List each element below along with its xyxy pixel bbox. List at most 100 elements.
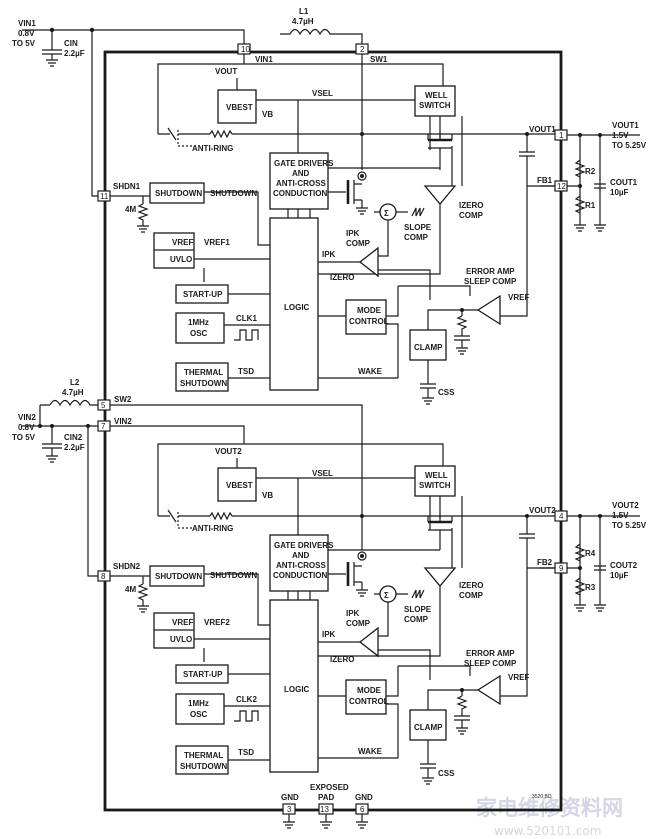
inductor-l2 — [49, 399, 98, 407]
mode-2-a: MODE — [357, 686, 382, 695]
exposed-pad-a: EXPOSED — [310, 783, 349, 792]
l2-label: L2 — [70, 378, 80, 387]
fb1-pin-label: FB1 — [537, 176, 553, 185]
vin1-label: VIN1 — [18, 19, 36, 28]
tsd-1: TSD — [238, 367, 254, 376]
vout2-pin-label: VOUT2 — [529, 506, 556, 515]
izero-comp-2-b: COMP — [459, 591, 484, 600]
l1-value: 4.7µH — [292, 17, 314, 26]
vbest-2: VBEST — [226, 481, 253, 490]
fb2-pin-label: FB2 — [537, 558, 553, 567]
gnd-left-label: GND — [281, 793, 299, 802]
resistor-r2 — [574, 159, 586, 178]
ipk-comp-2-b: COMP — [346, 619, 371, 628]
vref-amp-2: VREF — [508, 673, 529, 682]
vin2-range2: TO 5V — [12, 433, 36, 442]
shutdown-box-1: SHUTDOWN — [155, 189, 202, 198]
sigma-2: Σ — [384, 591, 389, 600]
slope-1-b: COMP — [404, 233, 429, 242]
figure-code: 3520 BD — [532, 794, 552, 800]
sigma-1: Σ — [384, 209, 389, 218]
pin-11: 11 — [100, 192, 109, 201]
well-2-b: SWITCH — [419, 481, 451, 490]
exposed-pad-b: PAD — [318, 793, 335, 802]
vout-ref-2: VOUT2 — [215, 447, 242, 456]
vin1-source: VIN1 0.8V TO 5V — [12, 19, 36, 48]
logic-1: LOGIC — [284, 303, 310, 312]
shutdown-out-2: SHUTDOWN — [210, 571, 257, 580]
well-1-b: SWITCH — [419, 101, 451, 110]
clamp-1: CLAMP — [414, 343, 443, 352]
r3-label: R3 — [585, 583, 596, 592]
vin2-range: 0.8V — [18, 423, 35, 432]
mode-1-a: MODE — [357, 306, 382, 315]
slope-2-b: COMP — [404, 615, 429, 624]
izero-comp-2-a: IZERO — [459, 581, 483, 590]
startup-1: START-UP — [183, 290, 223, 299]
cin2-label: CIN2 — [64, 433, 83, 442]
pin-4: 4 — [559, 512, 564, 521]
clk1: CLK1 — [236, 314, 257, 323]
vsel-1: VSEL — [312, 89, 333, 98]
osc-1-b: OSC — [190, 329, 208, 338]
shdn2-pin-label: SHDN2 — [113, 562, 141, 571]
osc-2-a: 1MHz — [188, 699, 209, 708]
thermal-1-a: THERMAL — [184, 368, 223, 377]
thermal-1-b: SHUTDOWN — [180, 379, 227, 388]
vb-1: VB — [262, 110, 273, 119]
well-2-a: WELL — [425, 471, 448, 480]
vref2-out: VREF2 — [204, 618, 230, 627]
startup-2: START-UP — [183, 670, 223, 679]
wake-2: WAKE — [358, 747, 383, 756]
gd-2-c: ANTI-CROSS — [276, 561, 326, 570]
vout1-range: 1.5V — [612, 131, 629, 140]
slope-1-a: SLOPE — [404, 223, 432, 232]
clamp-2: CLAMP — [414, 723, 443, 732]
vout2-ext-label: VOUT2 — [612, 501, 639, 510]
vin1-range2: TO 5V — [12, 39, 36, 48]
pin-6: 6 — [360, 805, 365, 814]
thermal-2-b: SHUTDOWN — [180, 762, 227, 771]
cout1-label: COUT1 — [610, 178, 638, 187]
vin1-pin-label: VIN1 — [255, 55, 273, 64]
vbest-1: VBEST — [226, 103, 253, 112]
gd-2-b: AND — [292, 551, 310, 560]
pin-9: 9 — [559, 564, 564, 573]
pin-12: 12 — [557, 182, 566, 191]
gnd-right-label: GND — [355, 793, 373, 802]
logic-2: LOGIC — [284, 685, 310, 694]
shutdown-out-1: SHUTDOWN — [210, 189, 257, 198]
gd-2-d: CONDUCTION — [273, 571, 327, 580]
ipk-comp-2-a: IPK — [346, 609, 360, 618]
slope-2-a: SLOPE — [404, 605, 432, 614]
gd-2-a: GATE DRIVERS — [274, 541, 334, 550]
pin-1: 1 — [559, 131, 564, 140]
uvlo-1: UVLO — [170, 255, 192, 264]
watermark-cn: 家电维修资料网 — [476, 796, 623, 820]
resistor-4m-1 — [137, 203, 149, 233]
vout-ref-1: VOUT — [215, 67, 237, 76]
izero-2: IZERO — [330, 655, 354, 664]
error-amp-1-b: SLEEP COMP — [464, 277, 517, 286]
cout2-value: 10µF — [610, 571, 629, 580]
vin1-range: 0.8V — [18, 29, 35, 38]
osc-1-a: 1MHz — [188, 318, 209, 327]
vout1-pin-label: VOUT1 — [529, 125, 556, 134]
pin-5: 5 — [101, 401, 106, 410]
izero-comp-1-b: COMP — [459, 211, 484, 220]
anti-ring-resistor-2 — [209, 511, 233, 521]
css-2: CSS — [438, 769, 455, 778]
error-amp-2-a: ERROR AMP — [466, 649, 515, 658]
clk2: CLK2 — [236, 695, 257, 704]
channel-1: 10 2 1 12 11 VIN1 SW1 VOUT1 FB1 SHDN1 VB… — [97, 43, 568, 405]
cin2-value: 2.2µF — [64, 443, 85, 452]
resistor-r3 — [574, 577, 586, 596]
r1-label: R1 — [585, 201, 596, 210]
watermark: 家电维修资料网 www.520101.com — [476, 796, 623, 838]
pin-8: 8 — [101, 572, 106, 581]
error-amp-1-a: ERROR AMP — [466, 267, 515, 276]
sw2-pin-label: SW2 — [114, 395, 132, 404]
vsel-2: VSEL — [312, 469, 333, 478]
cout1-value: 10µF — [610, 188, 629, 197]
cin-label: CIN — [64, 39, 78, 48]
